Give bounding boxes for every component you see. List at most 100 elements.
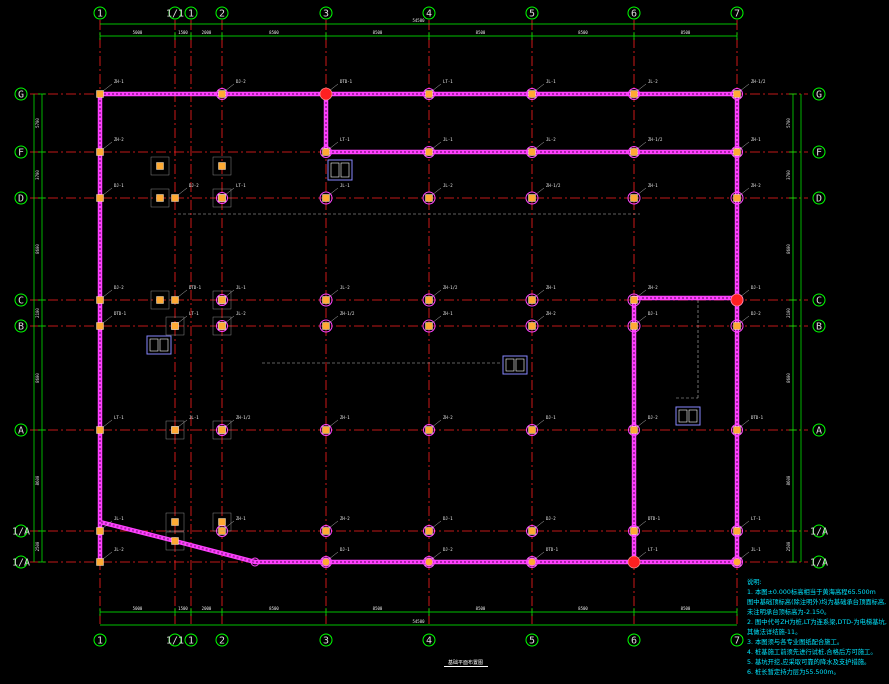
pile-cap-ring [216,424,228,436]
column-footing [96,296,104,304]
pile-cap-ring [730,191,744,205]
pile-cap-ring [525,293,539,307]
axis-bubble-label: 7 [734,9,740,20]
dimension-total: 54500 [412,18,425,23]
dimension-value: 2000 [202,30,212,35]
axis-bubble-label: 7 [734,636,740,647]
pile-cap-ring [320,556,332,568]
tag-leader [636,83,647,92]
tag-leader [102,141,113,150]
pile-cap-ring [423,146,435,158]
footing-tag: JL-2 [340,285,350,290]
footing-tag: ZH-1/2 [340,311,355,316]
dimension-value: 8500 [578,30,588,35]
pile-cap-ring [321,557,331,567]
column-footing [425,527,433,535]
axis-bubble-label: 6 [631,9,637,20]
footing-tag: ZH-1 [236,516,246,521]
column-footing [425,322,433,330]
footing-tag: DJ-1 [340,547,350,552]
column-footing [218,194,226,202]
footing-outline [165,420,185,440]
footing-tag: LT-1 [751,516,761,521]
footing-tag: ZH-1/2 [751,79,766,84]
elevator-pit-cell [688,409,698,423]
axis-bubble-label: G [816,90,822,101]
axis-bubble-label: 1 [188,636,194,647]
pile-cap-ring [320,146,332,158]
pile-cap-ring [525,191,539,205]
footing-tag: ZH-1 [648,183,658,188]
column-footing [425,148,433,156]
footing-tag: DJ-2 [546,516,556,521]
tag-leader [739,419,750,428]
axis-bubble-label: 1/A [810,527,828,538]
axis-bubble-label: 1/A [12,527,30,538]
note-line: 4. 桩基施工前须先进行试桩,合格后方可施工。 [747,649,877,656]
axis-bubble-label: 5 [529,636,535,647]
axis-bubble-label: C [816,296,822,307]
tag-leader [739,315,750,324]
pile-cap-ring [731,525,743,537]
footing-tag: ZH-1/2 [546,183,561,188]
pile-cap-ring [319,293,333,307]
pile-cap-ring [422,293,436,307]
tag-leader [431,315,442,324]
tag-leader [102,83,113,92]
footing-tag: LT-1 [340,137,350,142]
dimension-value: 8600 [786,475,791,485]
dimension-value: 8600 [35,475,40,485]
footing-outline [212,290,232,310]
axis-bubble [525,633,539,647]
tag-leader [739,141,750,150]
dimension-value: 2000 [202,606,212,611]
tag-leader [328,419,339,428]
pile-cap-ring [319,319,333,333]
axis-bubble [730,6,744,20]
footing-tag: DJ-1 [546,415,556,420]
footing-tag: LT-1 [648,547,658,552]
column-footing [630,527,638,535]
column-footing [156,296,164,304]
footing-tag: JL-1 [340,183,350,188]
tag-leader [224,83,235,92]
tag-leader [739,551,750,560]
column-footing [528,296,536,304]
footing-tag: JL-1 [546,79,556,84]
dimension-value: 8600 [35,373,40,383]
elevator-pit-cell [515,358,525,372]
column-footing [171,296,179,304]
footing-outline [150,188,170,208]
tag-leader [177,187,188,196]
tag-leader [102,520,113,529]
column-footing [218,322,226,330]
axis-bubble [812,524,826,538]
footing-tag: JL-1 [189,415,199,420]
axis-bubble [422,633,436,647]
column-footing [528,322,536,330]
tag-leader [224,419,235,428]
axis-bubble [812,319,826,333]
note-line: 5. 基坑开挖,应采取可靠的降水及支护措施。 [747,659,871,666]
pile-cap-ring [731,146,743,158]
footing-tag: DTD-1 [114,311,127,316]
column-footing [322,148,330,156]
tag-leader [431,551,442,560]
tag-leader [431,187,442,196]
tag-leader [328,289,339,298]
column-footing [425,90,433,98]
pile-cap-ring [423,424,435,436]
axis-bubble-label: F [18,148,24,159]
axis-bubble [168,6,182,20]
axis-bubble-label: C [18,296,24,307]
tag-leader [534,315,545,324]
pile-cap-ring [731,556,743,568]
tag-leader [224,187,235,196]
dimension-value: 5700 [35,118,40,128]
axis-bubble-label: 5 [529,9,535,20]
footing-tag: DJ-2 [189,183,199,188]
tag-leader [534,289,545,298]
pile-cap-ring [320,525,332,537]
